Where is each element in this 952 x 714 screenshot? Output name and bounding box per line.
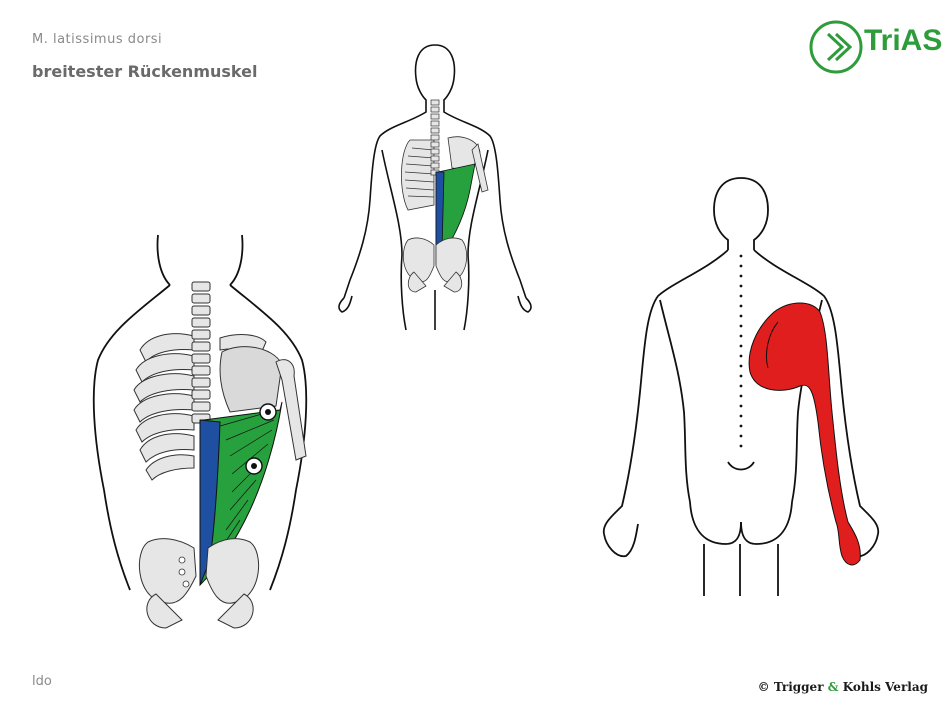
muscle-code: ldo (32, 674, 52, 689)
muscle-detail-figure (92, 234, 308, 629)
overview-figure (338, 44, 532, 331)
muscle-german-name: breitester Rückenmuskel (32, 62, 258, 81)
muscle-latin-name: M. latissimus dorsi (32, 32, 163, 47)
trigger-point-lower (245, 457, 263, 475)
trias-logo-icon (809, 20, 863, 74)
copyright-notice: © Trigger & Kohls Verlag (757, 680, 928, 694)
trigger-point-upper (259, 403, 277, 421)
pain-pattern-figure (602, 177, 880, 596)
logo-text: TriAS (864, 24, 943, 57)
